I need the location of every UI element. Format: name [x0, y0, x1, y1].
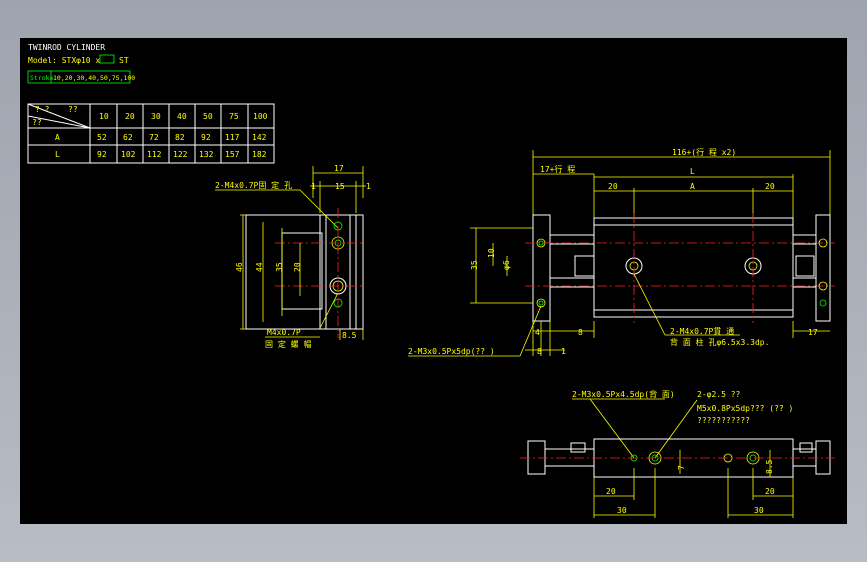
table-cell: 157 [225, 150, 240, 159]
stroke-label: Stroke [30, 74, 54, 82]
side-dim-20: 20 [293, 262, 302, 272]
table-header-top: ?? [68, 105, 78, 114]
front-dim-1: 1 [561, 347, 566, 356]
side-dim-1b: 1 [366, 182, 371, 191]
stroke-values: 10,20,30,40,50,75,100 [53, 74, 135, 82]
front-dim-A: A [690, 182, 695, 191]
front-dim-20a: 20 [608, 182, 618, 191]
table-cell: 92 [97, 150, 107, 159]
bottom-dim-20b: 20 [765, 487, 775, 496]
side-view: 17 15 1 1 2-M4x0.7P固 定 孔 46 44 3 [215, 164, 371, 349]
table-header-mid: ? ? [35, 105, 50, 114]
bottom-dim-8.5: 8.5 [765, 459, 774, 474]
side-dim-17: 17 [334, 164, 344, 173]
table-col-header: 50 [203, 112, 213, 121]
model-input-box [99, 54, 115, 64]
table-row-label: A [55, 133, 60, 142]
bottom-label-q: ??????????? [697, 416, 750, 425]
table-cell: 122 [173, 150, 188, 159]
side-dim-46: 46 [235, 262, 244, 272]
bottom-dim-7: 7 [677, 465, 686, 470]
table-cell: 132 [199, 150, 214, 159]
side-label-m4-nut: M4x0.7P [267, 328, 301, 337]
front-label-m4: 2-M4x0.7P貫 通 [670, 326, 734, 336]
table-col-header: 30 [151, 112, 161, 121]
model-label: Model: STXφ10 x [28, 56, 100, 65]
side-dim-1a: 1 [311, 182, 316, 191]
table-col-header: 10 [99, 112, 109, 121]
front-dim-17stroke: 17+行 程 [540, 164, 575, 174]
table-col-header: 40 [177, 112, 187, 121]
dimension-table: ?? ? ? ?? 10 20 30 40 50 75 100 A 52 62 … [27, 103, 275, 164]
front-dim-4: 4 [535, 328, 540, 337]
front-dim-10: 10 [487, 248, 496, 258]
front-dim-20b: 20 [765, 182, 775, 191]
table-cell: 102 [121, 150, 136, 159]
table-cell: 52 [97, 133, 107, 142]
drawing-canvas: TWINROD CYLINDER Model: STXφ10 x ST Stro… [20, 38, 847, 524]
front-dim-8a: 8 [578, 328, 583, 337]
cad-drawing: TWINROD CYLINDER Model: STXφ10 x ST Stro… [27, 43, 835, 518]
table-cell: 82 [175, 133, 185, 142]
table-row-label: L [55, 150, 60, 159]
bottom-dim-20a: 20 [606, 487, 616, 496]
bottom-dim-30a: 30 [617, 506, 627, 515]
side-dim-35: 35 [275, 262, 284, 272]
table-cell: 92 [201, 133, 211, 142]
bottom-label-m5: M5x0.8Px5dp??? (?? ) [697, 404, 793, 413]
front-dim-phi6: φ6 [502, 260, 511, 270]
side-label-nut: 固 定 螺 帽 [265, 339, 311, 349]
table-cell: 112 [147, 150, 162, 159]
side-label-m4: 2-M4x0.7P固 定 孔 [215, 180, 292, 190]
front-view: 116+(行 程 x2) 17+行 程 L 20 A 20 [408, 147, 835, 357]
table-cell: 62 [123, 133, 133, 142]
table-col-header: 75 [229, 112, 239, 121]
side-dim-8.5: 8.5 [342, 331, 357, 340]
table-cell: 117 [225, 133, 240, 142]
table-cell: 72 [149, 133, 159, 142]
table-cell: 142 [252, 133, 267, 142]
bottom-dim-30b: 30 [754, 506, 764, 515]
front-dim-8b: 8 [537, 347, 542, 356]
front-dim-L: L [690, 167, 695, 176]
front-dim-35: 35 [470, 260, 479, 270]
table-header-bottom: ?? [32, 118, 42, 127]
table-col-header: 20 [125, 112, 135, 121]
front-label-m3: 2-M3x0.5Px5dp(?? ) [408, 347, 495, 356]
bottom-label-phi: 2-φ2.5 ?? [697, 390, 741, 399]
stroke-box [27, 70, 131, 84]
table-col-header: 100 [253, 112, 268, 121]
front-dim-17: 17 [808, 328, 818, 337]
front-label-bore: 背 面 柱 孔φ6.5x3.3dp. [670, 337, 769, 347]
bottom-view: 2-M3x0.5Px4.5dp(背 面) 2-φ2.5 ?? M5x0.8Px5… [520, 389, 835, 518]
side-dim-44: 44 [255, 262, 264, 272]
table-cell: 182 [252, 150, 267, 159]
front-dim-total: 116+(行 程 x2) [672, 147, 736, 157]
title-text: TWINROD CYLINDER [28, 43, 105, 52]
model-suffix: ST [119, 56, 129, 65]
bottom-label-m3: 2-M3x0.5Px4.5dp(背 面) [572, 389, 675, 399]
side-dim-15: 15 [335, 182, 345, 191]
